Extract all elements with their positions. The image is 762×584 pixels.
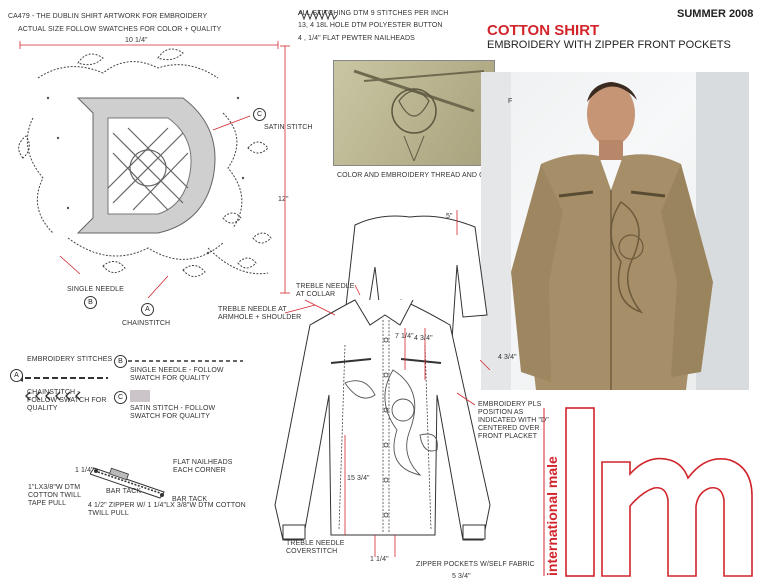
- legend-a-text: CHAINSTITCH - FOLLOW SWATCH FOR QUALITY: [27, 389, 107, 412]
- badge-c-artwork: C: [253, 108, 266, 121]
- bar-tack-label-2: BAR TACK: [172, 496, 208, 503]
- badge-b-legend: B: [114, 355, 127, 368]
- badge-c-legend: C: [114, 391, 127, 404]
- dim-15-3-4: 15 3/4": [347, 475, 370, 482]
- badge-b-artwork: B: [84, 296, 97, 309]
- treble-armhole-label: TREBLE NEEDLE AT ARMHOLE + SHOULDER: [218, 306, 302, 321]
- chainstitch-label: CHAINSTITCH: [122, 320, 171, 327]
- zipper-dim-label: 1 1/4": [75, 467, 94, 474]
- treble-collar-label: TREBLE NEEDLE AT COLLAR: [296, 283, 355, 298]
- artwork-title: CA479 - THE DUBLIN SHIRT ARTWORK FOR EMB…: [8, 13, 208, 20]
- page-title: COTTON SHIRT: [487, 22, 600, 39]
- stitching-note-2: 13, 4 18L HOLE DTM POLYESTER BUTTON: [298, 22, 443, 29]
- swatch-caption: COLOR AND EMBROIDERY THREAD AND QUALITY: [337, 172, 510, 179]
- zipper-detail-drawing: [90, 462, 170, 502]
- international-male-logo: [538, 402, 758, 580]
- model-photo: [481, 72, 749, 390]
- dim-7-1-4: 7 1/4": [395, 333, 414, 340]
- stitching-note-3: 4 , 1/4" FLAT PEWTER NAILHEADS: [298, 35, 415, 42]
- satin-stitch-label: SATIN STITCH: [264, 124, 313, 131]
- bar-tack-label-1: BAR TACK: [106, 488, 142, 495]
- legend-b-text: SINGLE NEEDLE - FOLLOW SWATCH FOR QUALIT…: [130, 367, 224, 382]
- page-subtitle: EMBROIDERY WITH ZIPPER FRONT POCKETS: [487, 39, 731, 51]
- artwork-width-dim: 10 1/4": [125, 37, 148, 44]
- embroidery-artwork: [8, 38, 293, 298]
- embroidery-position-label: EMBROIDERY PLS POSITION AS INDICATED WIT…: [478, 401, 549, 440]
- dim-1-1-4: 1 1/4": [370, 556, 389, 563]
- artwork-height-dim: 12": [278, 196, 289, 203]
- dim-5: 5": [446, 213, 453, 220]
- stitching-note-1: ALL STITCHING DTM 9 STITCHES PER INCH: [298, 10, 449, 17]
- dim-4-3-4: 4 3/4": [414, 335, 433, 342]
- legend-title: EMBROIDERY STITCHES: [27, 356, 113, 363]
- single-needle-label: SINGLE NEEDLE: [67, 286, 124, 293]
- legend-arrows: [8, 360, 118, 410]
- tape-pull-label: 1"LX3/8"W DTM COTTON TWILL TAPE PULL: [28, 484, 81, 507]
- shirt-tech-sketch: [225, 205, 535, 565]
- legend-c-sample: [130, 390, 150, 402]
- artwork-note: ACTUAL SIZE FOLLOW SWATCHES FOR COLOR + …: [18, 26, 222, 33]
- zipper-pockets-label: ZIPPER POCKETS W/SELF FABRIC: [416, 561, 535, 568]
- dim-5-3-4: 5 3/4": [452, 573, 471, 580]
- treble-coverstitch-label: TREBLE NEEDLE COVERSTITCH: [286, 540, 345, 555]
- badge-a-legend: A: [10, 369, 23, 382]
- photo-letter: F: [508, 98, 513, 105]
- badge-a-artwork: A: [141, 303, 154, 316]
- logo-tagline: international male: [544, 456, 560, 576]
- legend-c-text: SATIN STITCH - FOLLOW SWATCH FOR QUALITY: [130, 405, 216, 420]
- season-label: SUMMER 2008: [677, 8, 754, 20]
- dim-4-3-4-sleeve: 4 3/4": [498, 354, 517, 361]
- flat-nailheads-label: FLAT NAILHEADS EACH CORNER: [173, 459, 233, 474]
- swatch-photo: [333, 60, 495, 166]
- zipper-spec-label: 4 1/2" ZIPPER W/ 1 1/4"LX 3/8"W DTM COTT…: [88, 502, 246, 517]
